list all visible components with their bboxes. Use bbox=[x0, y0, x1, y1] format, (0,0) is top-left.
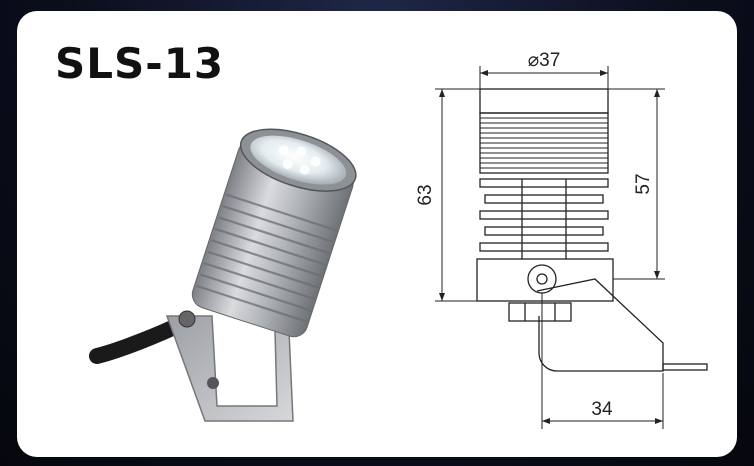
drawing-head bbox=[479, 88, 609, 114]
spotlight-body bbox=[191, 128, 357, 338]
lens bbox=[250, 135, 347, 185]
drawing-pivot bbox=[527, 264, 557, 294]
drawing-fins-lower bbox=[479, 178, 609, 252]
dimension-label-width: 34 bbox=[591, 399, 613, 420]
product-art: ⌀37 63 57 34 bbox=[89, 50, 708, 429]
dimension-label-body-height: 57 bbox=[633, 173, 654, 194]
drawing-arm bbox=[536, 278, 664, 372]
technical-drawing bbox=[435, 66, 708, 429]
dimension-label-total-height: 63 bbox=[415, 184, 436, 205]
dimension-label-diameter: ⌀37 bbox=[528, 50, 561, 71]
drawing-base bbox=[476, 258, 614, 302]
model-title: SLS-13 bbox=[55, 39, 225, 88]
spotlight-photo bbox=[89, 128, 357, 422]
drawing-nut bbox=[508, 302, 572, 322]
product-card: SLS-13 bbox=[17, 11, 737, 457]
drawing-cable bbox=[662, 363, 708, 371]
